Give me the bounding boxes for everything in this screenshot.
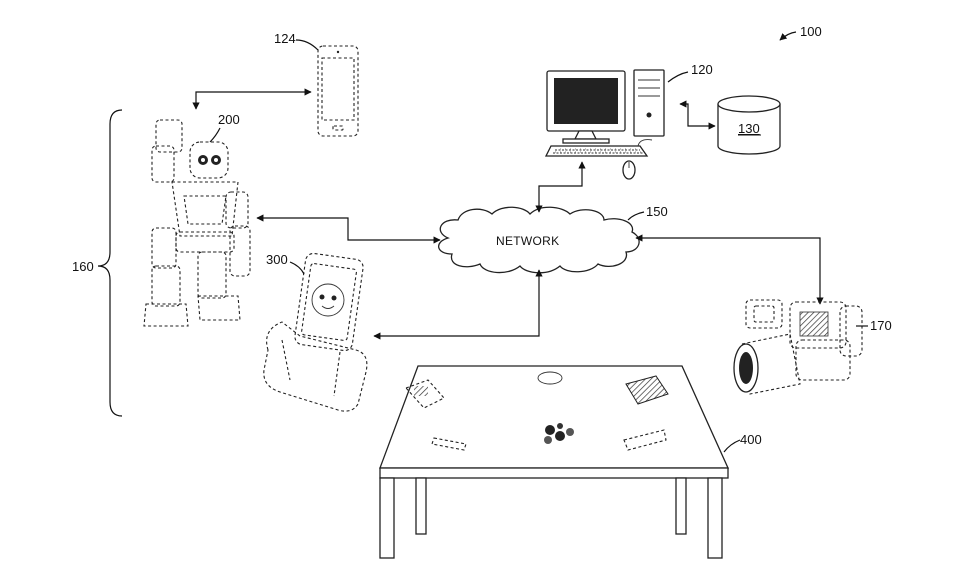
monitor-screen	[554, 78, 618, 124]
mouse	[622, 160, 636, 180]
video-camera: 170	[733, 299, 892, 395]
network-phone-robot-link	[373, 269, 543, 340]
phone-robot-face	[311, 283, 345, 317]
robot-head	[189, 141, 229, 179]
database: 130	[717, 95, 781, 155]
network-label: NETWORK	[496, 234, 559, 248]
table-apron	[379, 467, 729, 479]
device-group-brace: 160	[72, 109, 123, 417]
robot-ref-label: 200	[218, 112, 240, 127]
computer-tower	[633, 69, 665, 137]
phone-robot-base	[263, 321, 368, 412]
table-leg-back-right	[675, 477, 687, 535]
robot-phone-link	[192, 88, 312, 110]
network-camera-link	[635, 234, 824, 305]
phone-ref-label: 124	[274, 31, 296, 46]
table-top	[379, 365, 730, 469]
group-ref-label: 160	[72, 259, 94, 274]
network-ref-leader	[627, 211, 645, 221]
robot-torso	[171, 181, 239, 237]
object-box	[405, 379, 445, 409]
phone-robot: 300	[263, 252, 368, 412]
phone: 124	[274, 31, 359, 137]
phone-screen	[321, 57, 355, 121]
database-body	[717, 104, 781, 155]
camera-ref-label: 170	[870, 318, 892, 333]
table-leg-back-left	[415, 477, 427, 535]
database-ref-label: 130	[738, 121, 760, 136]
monitor-stand	[573, 130, 598, 140]
camera-body	[789, 301, 847, 349]
object-pen	[431, 437, 467, 451]
table-leg-front-right	[707, 477, 723, 559]
system-ref-arrow	[779, 31, 797, 41]
computer-database-link	[679, 100, 716, 130]
phone-ref-leader	[295, 39, 319, 51]
system-reference: 100	[779, 24, 822, 41]
computer-ref-leader	[667, 71, 689, 83]
database-top	[717, 95, 781, 113]
object-bowl	[537, 371, 563, 385]
phone-robot-ref-label: 300	[266, 252, 288, 267]
humanoid-robot: 200	[143, 112, 251, 327]
brace	[97, 109, 123, 417]
network-robot-link	[256, 214, 441, 244]
table-leg-front-left	[379, 477, 395, 559]
table: 400	[379, 365, 762, 559]
table-ref-label: 400	[740, 432, 762, 447]
computer-ref-label: 120	[691, 62, 713, 77]
computer: 120	[544, 62, 713, 180]
phone-body	[317, 45, 359, 137]
table-objects	[405, 371, 669, 451]
object-cluster	[544, 423, 574, 444]
monitor-base	[562, 138, 610, 144]
network-cloud: NETWORK 150	[438, 204, 668, 274]
robot-ref-leader	[209, 127, 221, 143]
object-glasses	[623, 429, 667, 451]
table-ref-leader	[723, 439, 741, 453]
network-ref-label: 150	[646, 204, 668, 219]
phone-robot-ref-leader	[289, 261, 305, 275]
network-computer-link	[535, 161, 586, 213]
object-book	[625, 375, 669, 405]
system-ref-label: 100	[800, 24, 822, 39]
